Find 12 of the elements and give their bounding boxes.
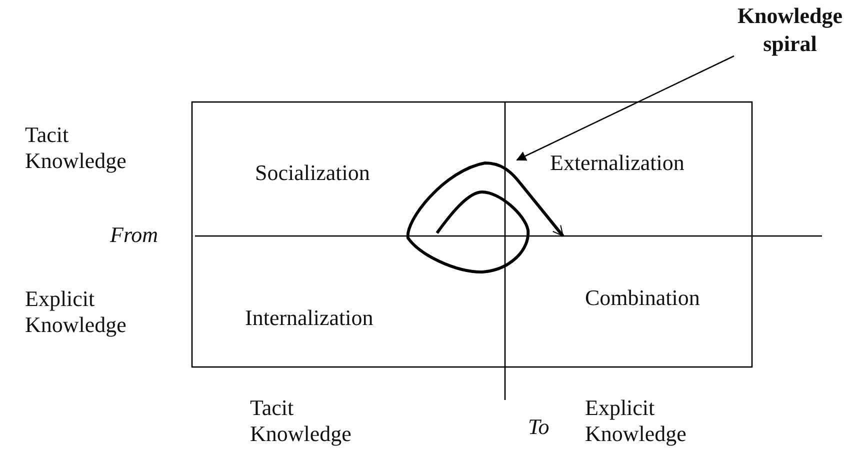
quadrant-label: Socialization (255, 160, 425, 186)
row-label: Tacit Knowledge (25, 122, 128, 174)
column-label: Tacit Knowledge (250, 395, 352, 447)
callout-text: Knowledge spiral (732, 2, 848, 58)
leader-arrow (516, 55, 734, 161)
axis-label: To (528, 414, 550, 440)
quadrant-label: Externalization (550, 150, 740, 176)
quadrant-label: Internalization (245, 305, 425, 331)
axis-label: From (110, 222, 160, 248)
column-label: Explicit Knowledge (585, 395, 688, 447)
row-label: Explicit Knowledge (25, 286, 128, 338)
quadrant-label: Combination (585, 285, 735, 311)
